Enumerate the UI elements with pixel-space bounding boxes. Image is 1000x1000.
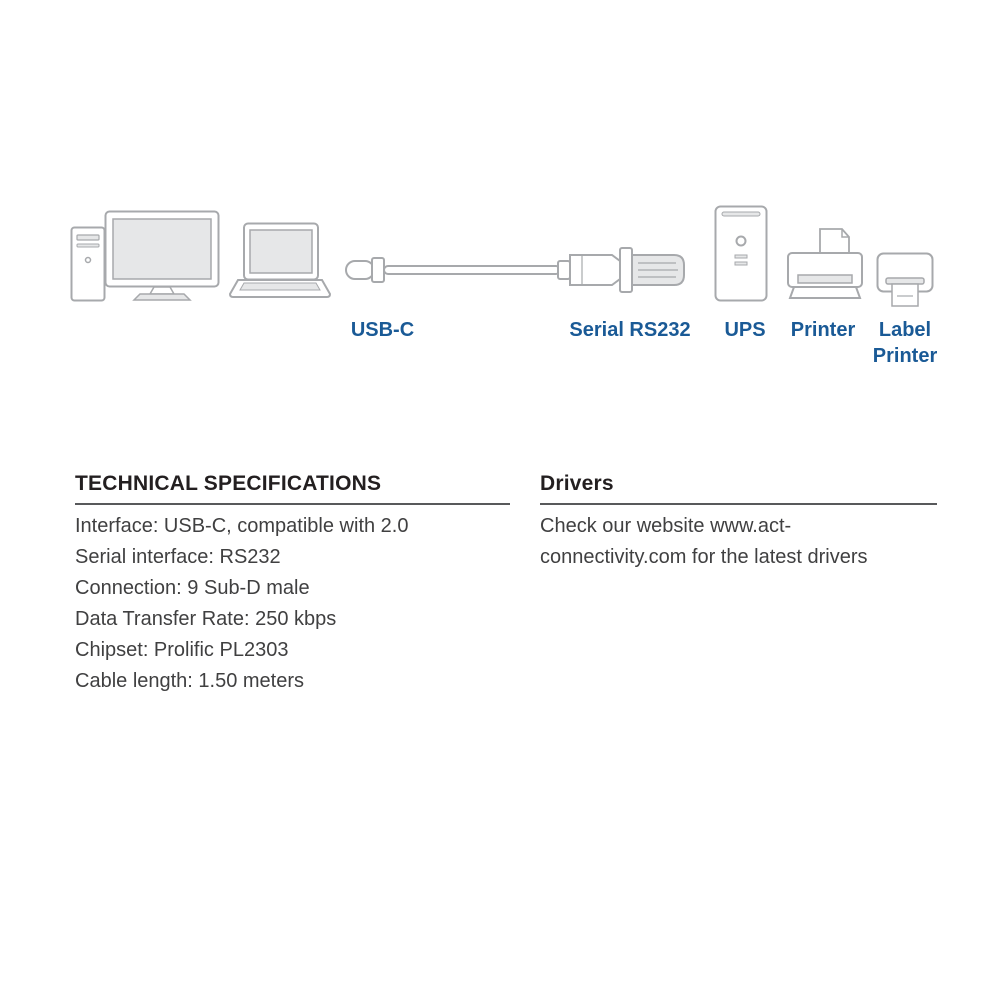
printer-icon	[787, 228, 863, 299]
drivers-heading: Drivers	[540, 472, 937, 505]
usb-c-connector-icon	[345, 257, 385, 283]
spec-line-interface: Interface: USB-C, compatible with 2.0	[75, 515, 409, 537]
ups-icon	[714, 205, 768, 302]
label-printer-icon	[876, 252, 934, 307]
cable-icon	[383, 265, 561, 275]
drivers-text: Check our website www.act-connectivity.c…	[540, 515, 868, 568]
serial-rs232-connector-icon	[557, 247, 685, 293]
spec-line-cable-length: Cable length: 1.50 meters	[75, 670, 305, 692]
spec-line-connection: Connection: 9 Sub-D male	[75, 577, 310, 599]
printer-label: Printer	[790, 319, 856, 341]
spec-line-data-rate: Data Transfer Rate: 250 kbps	[75, 608, 337, 630]
spec-list: Interface: USB-C, compatible with 2.0 Se…	[75, 511, 510, 697]
monitor-icon	[104, 210, 220, 301]
technical-specifications-heading: TECHNICAL SPECIFICATIONS	[75, 472, 510, 505]
laptop-icon	[228, 222, 332, 298]
desktop-pc-icon	[70, 226, 106, 302]
drivers-section: Drivers Check our website www.act-connec…	[540, 472, 937, 573]
serial-rs232-label: Serial RS232	[569, 319, 691, 341]
spec-line-serial-interface: Serial interface: RS232	[75, 546, 281, 568]
technical-specifications-section: TECHNICAL SPECIFICATIONS Interface: USB-…	[75, 472, 510, 697]
spec-line-chipset: Chipset: Prolific PL2303	[75, 639, 289, 661]
usb-c-serial-cable-icon	[345, 247, 685, 293]
usb-c-label: USB-C	[350, 319, 415, 341]
label-printer-label: Label Printer	[872, 319, 938, 367]
ups-label: UPS	[724, 319, 766, 341]
